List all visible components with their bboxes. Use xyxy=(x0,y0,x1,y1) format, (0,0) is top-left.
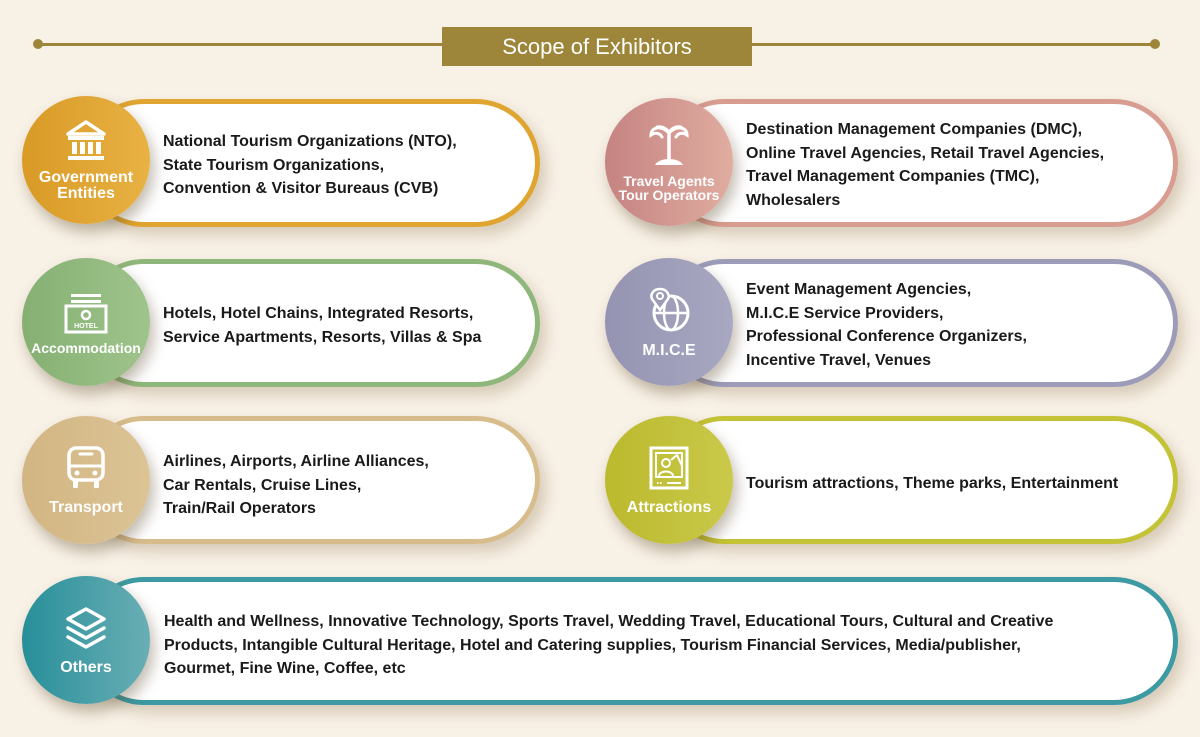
category-description: Hotels, Hotel Chains, Integrated Resorts… xyxy=(163,305,482,346)
category-badge: Transport xyxy=(22,416,150,544)
hotel-sign-icon: HOTEL xyxy=(62,289,110,337)
header-dot-left xyxy=(33,39,43,49)
header-line-right xyxy=(752,43,1156,46)
header-line-left xyxy=(36,43,442,46)
category-label: Transport xyxy=(49,499,123,516)
category-description: Tourism attractions, Theme parks, Entert… xyxy=(746,475,1119,492)
header-dot-right xyxy=(1150,39,1160,49)
category-badge: Others xyxy=(22,576,150,704)
bus-icon xyxy=(62,444,110,492)
layers-icon xyxy=(62,604,110,652)
page-title: Scope of Exhibitors xyxy=(442,27,752,66)
palm-tree-icon xyxy=(645,122,693,170)
category-description: National Tourism Organizations (NTO),Sta… xyxy=(163,133,457,197)
svg-text:HOTEL: HOTEL xyxy=(74,323,98,330)
category-label: M.I.C.E xyxy=(642,342,696,359)
category-badge: HOTEL Accommodation xyxy=(22,258,150,386)
picture-frame-icon xyxy=(645,444,693,492)
pill xyxy=(80,259,540,387)
category-badge: M.I.C.E xyxy=(605,258,733,386)
pill xyxy=(80,99,540,227)
category-description: Health and Wellness, Innovative Technolo… xyxy=(164,613,1054,677)
category-badge: Attractions xyxy=(605,416,733,544)
category-description: Airlines, Airports, Airline Alliances,Ca… xyxy=(163,453,429,517)
pill xyxy=(660,416,1178,544)
category-label: Others xyxy=(60,659,112,676)
government-building-icon xyxy=(62,118,110,166)
pill xyxy=(80,416,540,544)
globe-location-icon xyxy=(645,285,693,333)
pill xyxy=(80,577,1178,705)
category-description: Event Management Agencies,M.I.C.E Servic… xyxy=(746,281,1027,369)
category-label: Accommodation xyxy=(31,340,141,356)
category-description: Destination Management Companies (DMC),O… xyxy=(746,121,1105,209)
category-label: Attractions xyxy=(626,499,712,516)
